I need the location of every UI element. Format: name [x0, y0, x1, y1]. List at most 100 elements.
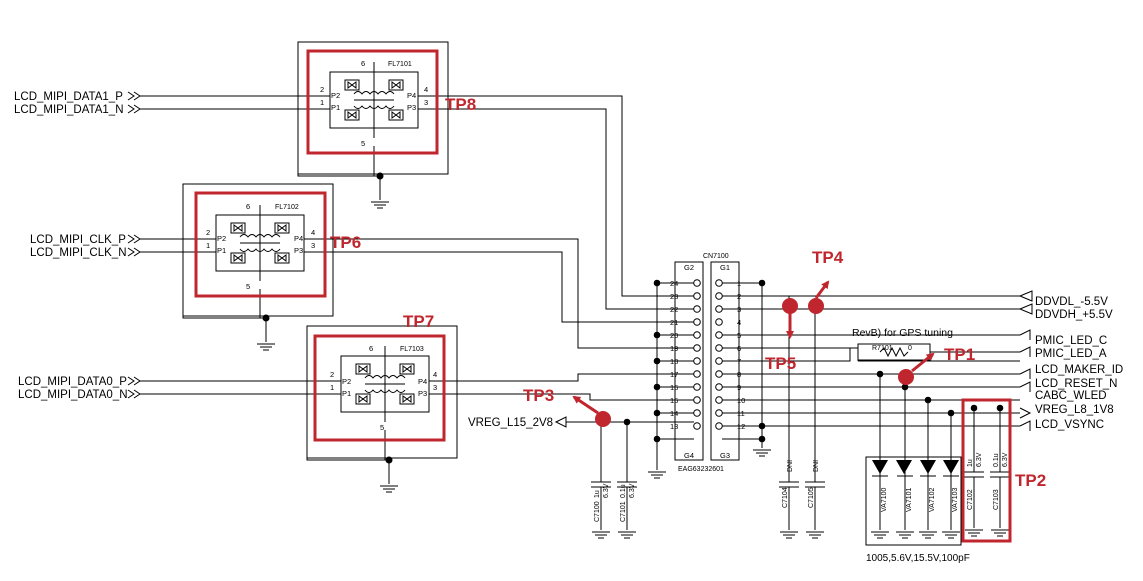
svg-text:G3: G3	[720, 451, 730, 460]
filter-fl7103: FL7103 6 5 P2 P1 P4 P3 2 1 4 3	[306, 325, 458, 459]
svg-text:FL7101: FL7101	[388, 61, 412, 68]
net-lcd-mipi-data1-n: LCD_MIPI_DATA1_N	[14, 104, 124, 116]
svg-text:LCD_VSYNC: LCD_VSYNC	[1035, 419, 1104, 431]
svg-text:5: 5	[361, 139, 365, 148]
svg-text:2: 2	[320, 85, 324, 94]
net-lcd-mipi-clk-p: LCD_MIPI_CLK_P	[30, 234, 126, 246]
tp1-label: TP1	[944, 345, 975, 364]
tp8-label: TP8	[445, 95, 476, 114]
svg-text:6.3V: 6.3V	[603, 483, 610, 498]
svg-text:4: 4	[424, 85, 428, 94]
svg-text:C7102: C7102	[967, 489, 974, 510]
svg-text:0: 0	[908, 345, 912, 352]
tp6-label: TP6	[330, 233, 361, 252]
svg-text:13: 13	[670, 422, 678, 431]
svg-text:C7105: C7105	[808, 487, 815, 508]
svg-text:FL7102: FL7102	[275, 204, 299, 211]
right-routing	[722, 295, 1020, 427]
svg-text:FL7103: FL7103	[400, 346, 424, 353]
net-lcd-mipi-data0-n: LCD_MIPI_DATA0_N	[18, 389, 128, 401]
svg-text:P3: P3	[418, 389, 427, 398]
svg-text:VREG_L15_2V8: VREG_L15_2V8	[468, 417, 553, 429]
svg-text:VA7102: VA7102	[929, 488, 936, 512]
svg-text:C7101: C7101	[620, 501, 627, 522]
svg-text:EAG63232601: EAG63232601	[678, 466, 724, 473]
svg-text:LCD_RESET_N: LCD_RESET_N	[1035, 378, 1117, 390]
svg-text:5: 5	[246, 282, 250, 291]
svg-text:P1: P1	[217, 246, 226, 255]
tp2-label: TP2	[1015, 471, 1046, 490]
svg-text:4: 4	[737, 318, 741, 327]
vreg-l15: VREG_L15_2V8 1u 6.3V C7100 0.1u 6.3V C71…	[468, 416, 694, 539]
svg-text:1u: 1u	[967, 459, 974, 467]
revb-note: RevB) for GPS tuning	[852, 327, 953, 339]
svg-text:1u: 1u	[594, 490, 601, 498]
svg-text:3: 3	[424, 98, 428, 107]
svg-text:P2: P2	[331, 91, 340, 100]
input-arrows	[127, 91, 141, 399]
svg-text:PMIC_LED_A: PMIC_LED_A	[1035, 348, 1107, 360]
svg-text:G2: G2	[684, 263, 694, 272]
svg-text:LCD_MAKER_ID: LCD_MAKER_ID	[1035, 364, 1123, 376]
net-lcd-mipi-data0-p: LCD_MIPI_DATA0_P	[18, 376, 127, 388]
svg-text:P4: P4	[294, 234, 303, 243]
svg-text:P4: P4	[418, 377, 427, 386]
svg-text:P3: P3	[407, 103, 416, 112]
svg-text:P4: P4	[407, 91, 416, 100]
svg-text:CN7100: CN7100	[703, 253, 729, 260]
svg-text:DNI: DNI	[787, 460, 794, 472]
svg-text:0.1u: 0.1u	[993, 453, 1000, 467]
svg-text:1: 1	[320, 98, 324, 107]
net-lcd-mipi-clk-n: LCD_MIPI_CLK_N	[30, 247, 127, 259]
vreg8-caps: 1u 6.3V C7102 0.1u 6.3V C7103	[964, 404, 1010, 537]
svg-text:P3: P3	[294, 246, 303, 255]
svg-text:G1: G1	[720, 263, 730, 272]
svg-text:C7100: C7100	[594, 501, 601, 522]
svg-text:C7104: C7104	[782, 487, 789, 508]
svg-text:VREG_L8_1V8: VREG_L8_1V8	[1035, 404, 1114, 416]
tp7-label: TP7	[403, 312, 434, 331]
svg-text:G4: G4	[684, 451, 694, 460]
svg-text:R7101: R7101	[872, 345, 893, 352]
varistor-block: VA7100 VA7101 VA7102 VA7103 1005,5.6V,15…	[865, 370, 970, 564]
tp3-label: TP3	[523, 386, 554, 405]
svg-text:P2: P2	[217, 234, 226, 243]
dni-caps: DNI DNI C7104 C7105	[779, 296, 825, 539]
svg-text:CABC_WLED: CABC_WLED	[1035, 390, 1107, 402]
tp-markers	[572, 280, 935, 427]
svg-text:P1: P1	[331, 103, 340, 112]
svg-text:4: 4	[311, 228, 315, 237]
svg-text:3: 3	[433, 383, 437, 392]
svg-text:0.1u: 0.1u	[620, 484, 627, 498]
tp4-label: TP4	[812, 248, 844, 267]
svg-text:DDVDH_+5.5V: DDVDH_+5.5V	[1035, 309, 1113, 321]
svg-text:6: 6	[246, 202, 250, 211]
svg-text:2: 2	[330, 370, 334, 379]
svg-text:1005,5.6V,15.5V,100pF: 1005,5.6V,15.5V,100pF	[866, 553, 970, 564]
svg-text:VA7100: VA7100	[881, 488, 888, 512]
svg-text:VA7103: VA7103	[952, 488, 959, 512]
svg-text:5: 5	[380, 423, 384, 432]
svg-text:3: 3	[311, 241, 315, 250]
filter-fl7101: FL7101 6 5 P2 P1 P4 P3 2 1 4 3	[297, 41, 449, 175]
svg-text:C7103: C7103	[993, 489, 1000, 510]
svg-text:P1: P1	[342, 389, 351, 398]
svg-text:1: 1	[206, 241, 210, 250]
tp5-label: TP5	[765, 354, 796, 373]
svg-text:DDVDL_-5.5V: DDVDL_-5.5V	[1035, 296, 1108, 308]
svg-text:P2: P2	[342, 377, 351, 386]
connector-cn7100: CN7100 EAG63232601 G2 G1 G4 G3	[674, 253, 740, 473]
svg-text:6: 6	[361, 59, 365, 68]
output-nets: DDVDL_-5.5V DDVDH_+5.5V PMIC_LED_C PMIC_…	[1018, 290, 1123, 431]
svg-text:VA7101: VA7101	[906, 488, 913, 512]
filter-fl7102: FL7102 6 5 P2 P1 P4 P3 2 1 4 3	[182, 183, 334, 317]
svg-text:1: 1	[330, 383, 334, 392]
svg-text:6.3V: 6.3V	[976, 452, 983, 467]
svg-text:2: 2	[206, 228, 210, 237]
svg-text:6.3V: 6.3V	[1002, 452, 1009, 467]
net-lcd-mipi-data1-p: LCD_MIPI_DATA1_P	[14, 91, 123, 103]
svg-text:6: 6	[369, 344, 373, 353]
svg-text:PMIC_LED_C: PMIC_LED_C	[1035, 335, 1107, 347]
